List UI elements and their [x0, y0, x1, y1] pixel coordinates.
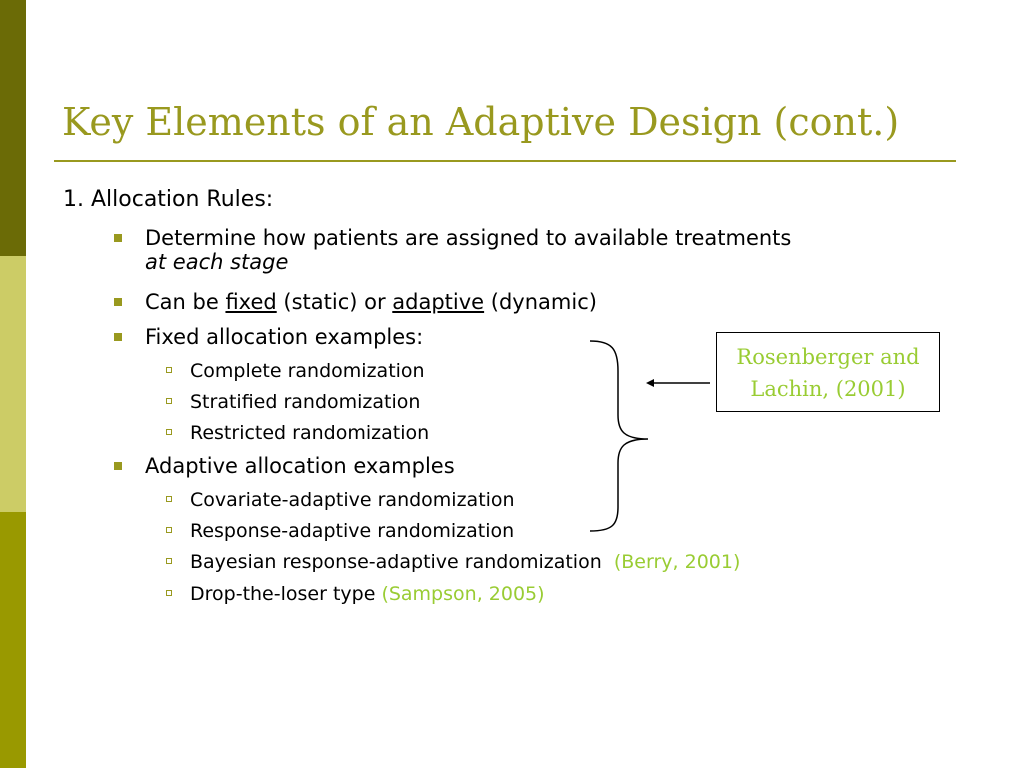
side-color-bar: [0, 0, 26, 768]
adaptive-item-drop-the-loser: Drop-the-loser type (Sampson, 2005): [166, 583, 545, 605]
bullet-determine-line1: Determine how patients are assigned to a…: [145, 226, 792, 250]
fixed-examples-label: Fixed allocation examples:: [145, 325, 424, 349]
canbe-prefix: Can be: [145, 290, 226, 314]
canbe-suffix: (dynamic): [484, 290, 597, 314]
adaptive-item-bayesian: Bayesian response-adaptive randomization…: [166, 551, 741, 573]
square-bullet-icon: [114, 234, 122, 242]
hollow-square-bullet-icon: [166, 367, 172, 373]
section-heading: 1. Allocation Rules:: [63, 187, 274, 212]
reference-box: Rosenberger and Lachin, (2001): [716, 332, 940, 412]
bayesian-label: Bayesian response-adaptive randomization: [190, 551, 602, 573]
bullet-adaptive-examples: Adaptive allocation examples: [114, 454, 455, 478]
drop-loser-label: Drop-the-loser type: [190, 583, 376, 605]
right-curly-brace-icon: [589, 340, 649, 532]
drop-loser-citation: (Sampson, 2005): [381, 583, 545, 605]
canbe-fixed: fixed: [225, 290, 277, 314]
slide-title: Key Elements of an Adaptive Design (cont…: [62, 100, 900, 144]
fixed-item: Complete randomization: [166, 360, 425, 382]
square-bullet-icon: [114, 462, 122, 470]
fixed-item-label: Complete randomization: [190, 360, 425, 382]
title-divider: [54, 160, 956, 162]
hollow-square-bullet-icon: [166, 429, 172, 435]
fixed-item: Stratified randomization: [166, 391, 421, 413]
fixed-item-label: Stratified randomization: [190, 391, 421, 413]
adaptive-item-label: Covariate-adaptive randomization: [190, 489, 515, 511]
bullet-determine: Determine how patients are assigned to a…: [114, 226, 792, 274]
hollow-square-bullet-icon: [166, 527, 172, 533]
fixed-item-label: Restricted randomization: [190, 422, 430, 444]
hollow-square-bullet-icon: [166, 558, 172, 564]
adaptive-item: Covariate-adaptive randomization: [166, 489, 515, 511]
left-arrow-icon: [646, 379, 710, 387]
fixed-item: Restricted randomization: [166, 422, 430, 444]
canbe-adaptive: adaptive: [392, 290, 485, 314]
adaptive-examples-label: Adaptive allocation examples: [145, 454, 455, 478]
hollow-square-bullet-icon: [166, 496, 172, 502]
canbe-mid: (static) or: [276, 290, 393, 314]
square-bullet-icon: [114, 333, 122, 341]
bullet-determine-line2: at each stage: [145, 250, 289, 274]
adaptive-item: Response-adaptive randomization: [166, 520, 515, 542]
adaptive-item-label: Response-adaptive randomization: [190, 520, 515, 542]
bullet-fixed-examples: Fixed allocation examples:: [114, 325, 424, 349]
hollow-square-bullet-icon: [166, 398, 172, 404]
side-bar-bottom: [0, 512, 26, 768]
reference-line1: Rosenberger and: [736, 345, 920, 369]
bayesian-citation: (Berry, 2001): [613, 551, 741, 573]
side-bar-middle: [0, 256, 26, 512]
hollow-square-bullet-icon: [166, 590, 172, 596]
square-bullet-icon: [114, 298, 122, 306]
reference-line2: Lachin, (2001): [750, 377, 906, 401]
side-bar-top: [0, 0, 26, 256]
bullet-can-be: Can be fixed (static) or adaptive (dynam…: [114, 290, 597, 314]
